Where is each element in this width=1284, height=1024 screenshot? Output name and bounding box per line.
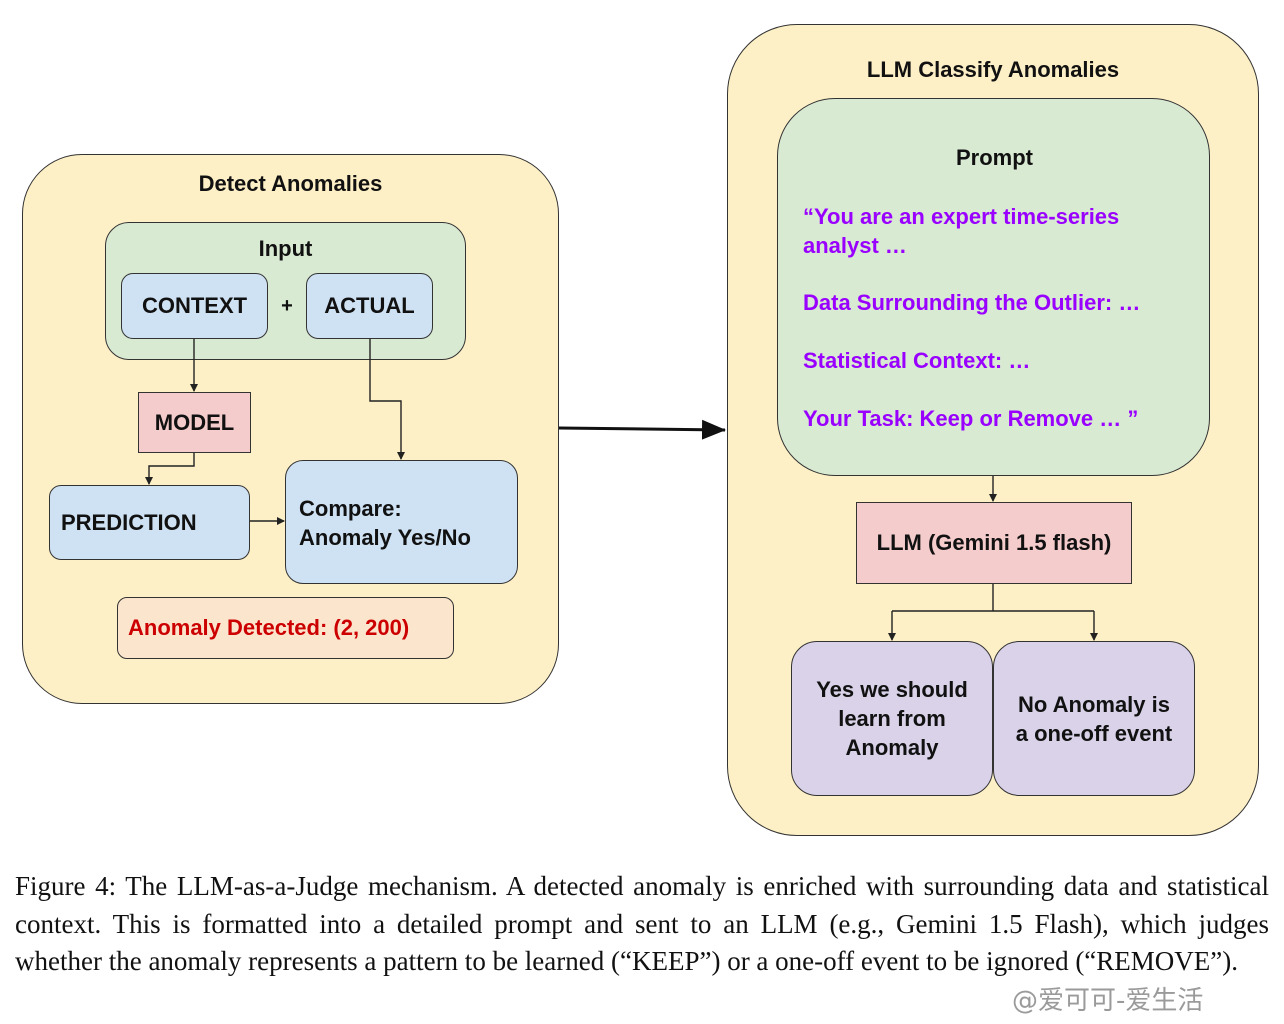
detect-anomalies-title: Detect Anomalies bbox=[198, 171, 383, 196]
llm-to-keep-arrowhead bbox=[888, 633, 896, 641]
watermark: @爱可可-爱生活 bbox=[1012, 986, 1204, 1016]
llm-to-outcomes-arrows bbox=[891, 584, 1095, 640]
figure-caption: Figure 4: The LLM-as-a-Judge mechanism. … bbox=[15, 871, 1269, 976]
anomaly-detected-box: Anomaly Detected: (2, 200) bbox=[117, 597, 454, 659]
prompt-line-3: Data Surrounding the Outlier: … bbox=[803, 290, 1141, 315]
prediction-box: PREDICTION bbox=[49, 485, 250, 560]
llm-label: LLM (Gemini 1.5 flash) bbox=[876, 530, 1112, 555]
remove-line-2: a one-off event bbox=[1015, 720, 1173, 746]
model-to-prediction-arrow bbox=[145, 453, 195, 485]
model-label: MODEL bbox=[154, 409, 235, 435]
context-box: CONTEXT bbox=[121, 273, 268, 339]
prompt-box: Prompt “You are an expert time-series an… bbox=[777, 98, 1210, 476]
prompt-line-2: analyst … bbox=[803, 233, 907, 258]
remove-box: No Anomaly is a one-off event bbox=[993, 641, 1195, 796]
prediction-label: PREDICTION bbox=[61, 509, 197, 535]
prompt-line-1: “You are an expert time-series bbox=[803, 204, 1120, 229]
actual-to-compare-arrow bbox=[369, 339, 405, 460]
compare-line-2: Anomaly Yes/No bbox=[299, 525, 471, 550]
anomaly-detected-label: Anomaly Detected: (2, 200) bbox=[128, 615, 410, 640]
actual-box: ACTUAL bbox=[306, 273, 433, 339]
llm-classify-title: LLM Classify Anomalies bbox=[866, 57, 1120, 82]
context-label: CONTEXT bbox=[141, 293, 248, 318]
model-box: MODEL bbox=[138, 392, 251, 453]
compare-box: Compare: Anomaly Yes/No bbox=[285, 460, 518, 584]
compare-line-1: Compare: bbox=[299, 496, 402, 521]
panel-to-panel-arrow bbox=[558, 419, 726, 440]
prompt-line-5: Your Task: Keep or Remove … ” bbox=[803, 406, 1139, 431]
remove-line-1: No Anomaly is bbox=[1018, 691, 1170, 717]
llm-to-remove-arrowhead bbox=[1090, 633, 1098, 641]
prompt-line-4: Statistical Context: … bbox=[803, 348, 1031, 373]
plus-sign: + bbox=[281, 294, 293, 317]
keep-box: Yes we should learn from Anomaly bbox=[791, 641, 993, 796]
actual-label: ACTUAL bbox=[324, 293, 415, 318]
keep-line-3: Anomaly bbox=[845, 735, 939, 760]
keep-line-2: learn from bbox=[838, 706, 946, 731]
llm-box: LLM (Gemini 1.5 flash) bbox=[856, 502, 1132, 584]
prompt-heading: Prompt bbox=[956, 145, 1033, 170]
input-label: Input bbox=[258, 236, 313, 261]
keep-line-1: Yes we should bbox=[816, 677, 968, 702]
